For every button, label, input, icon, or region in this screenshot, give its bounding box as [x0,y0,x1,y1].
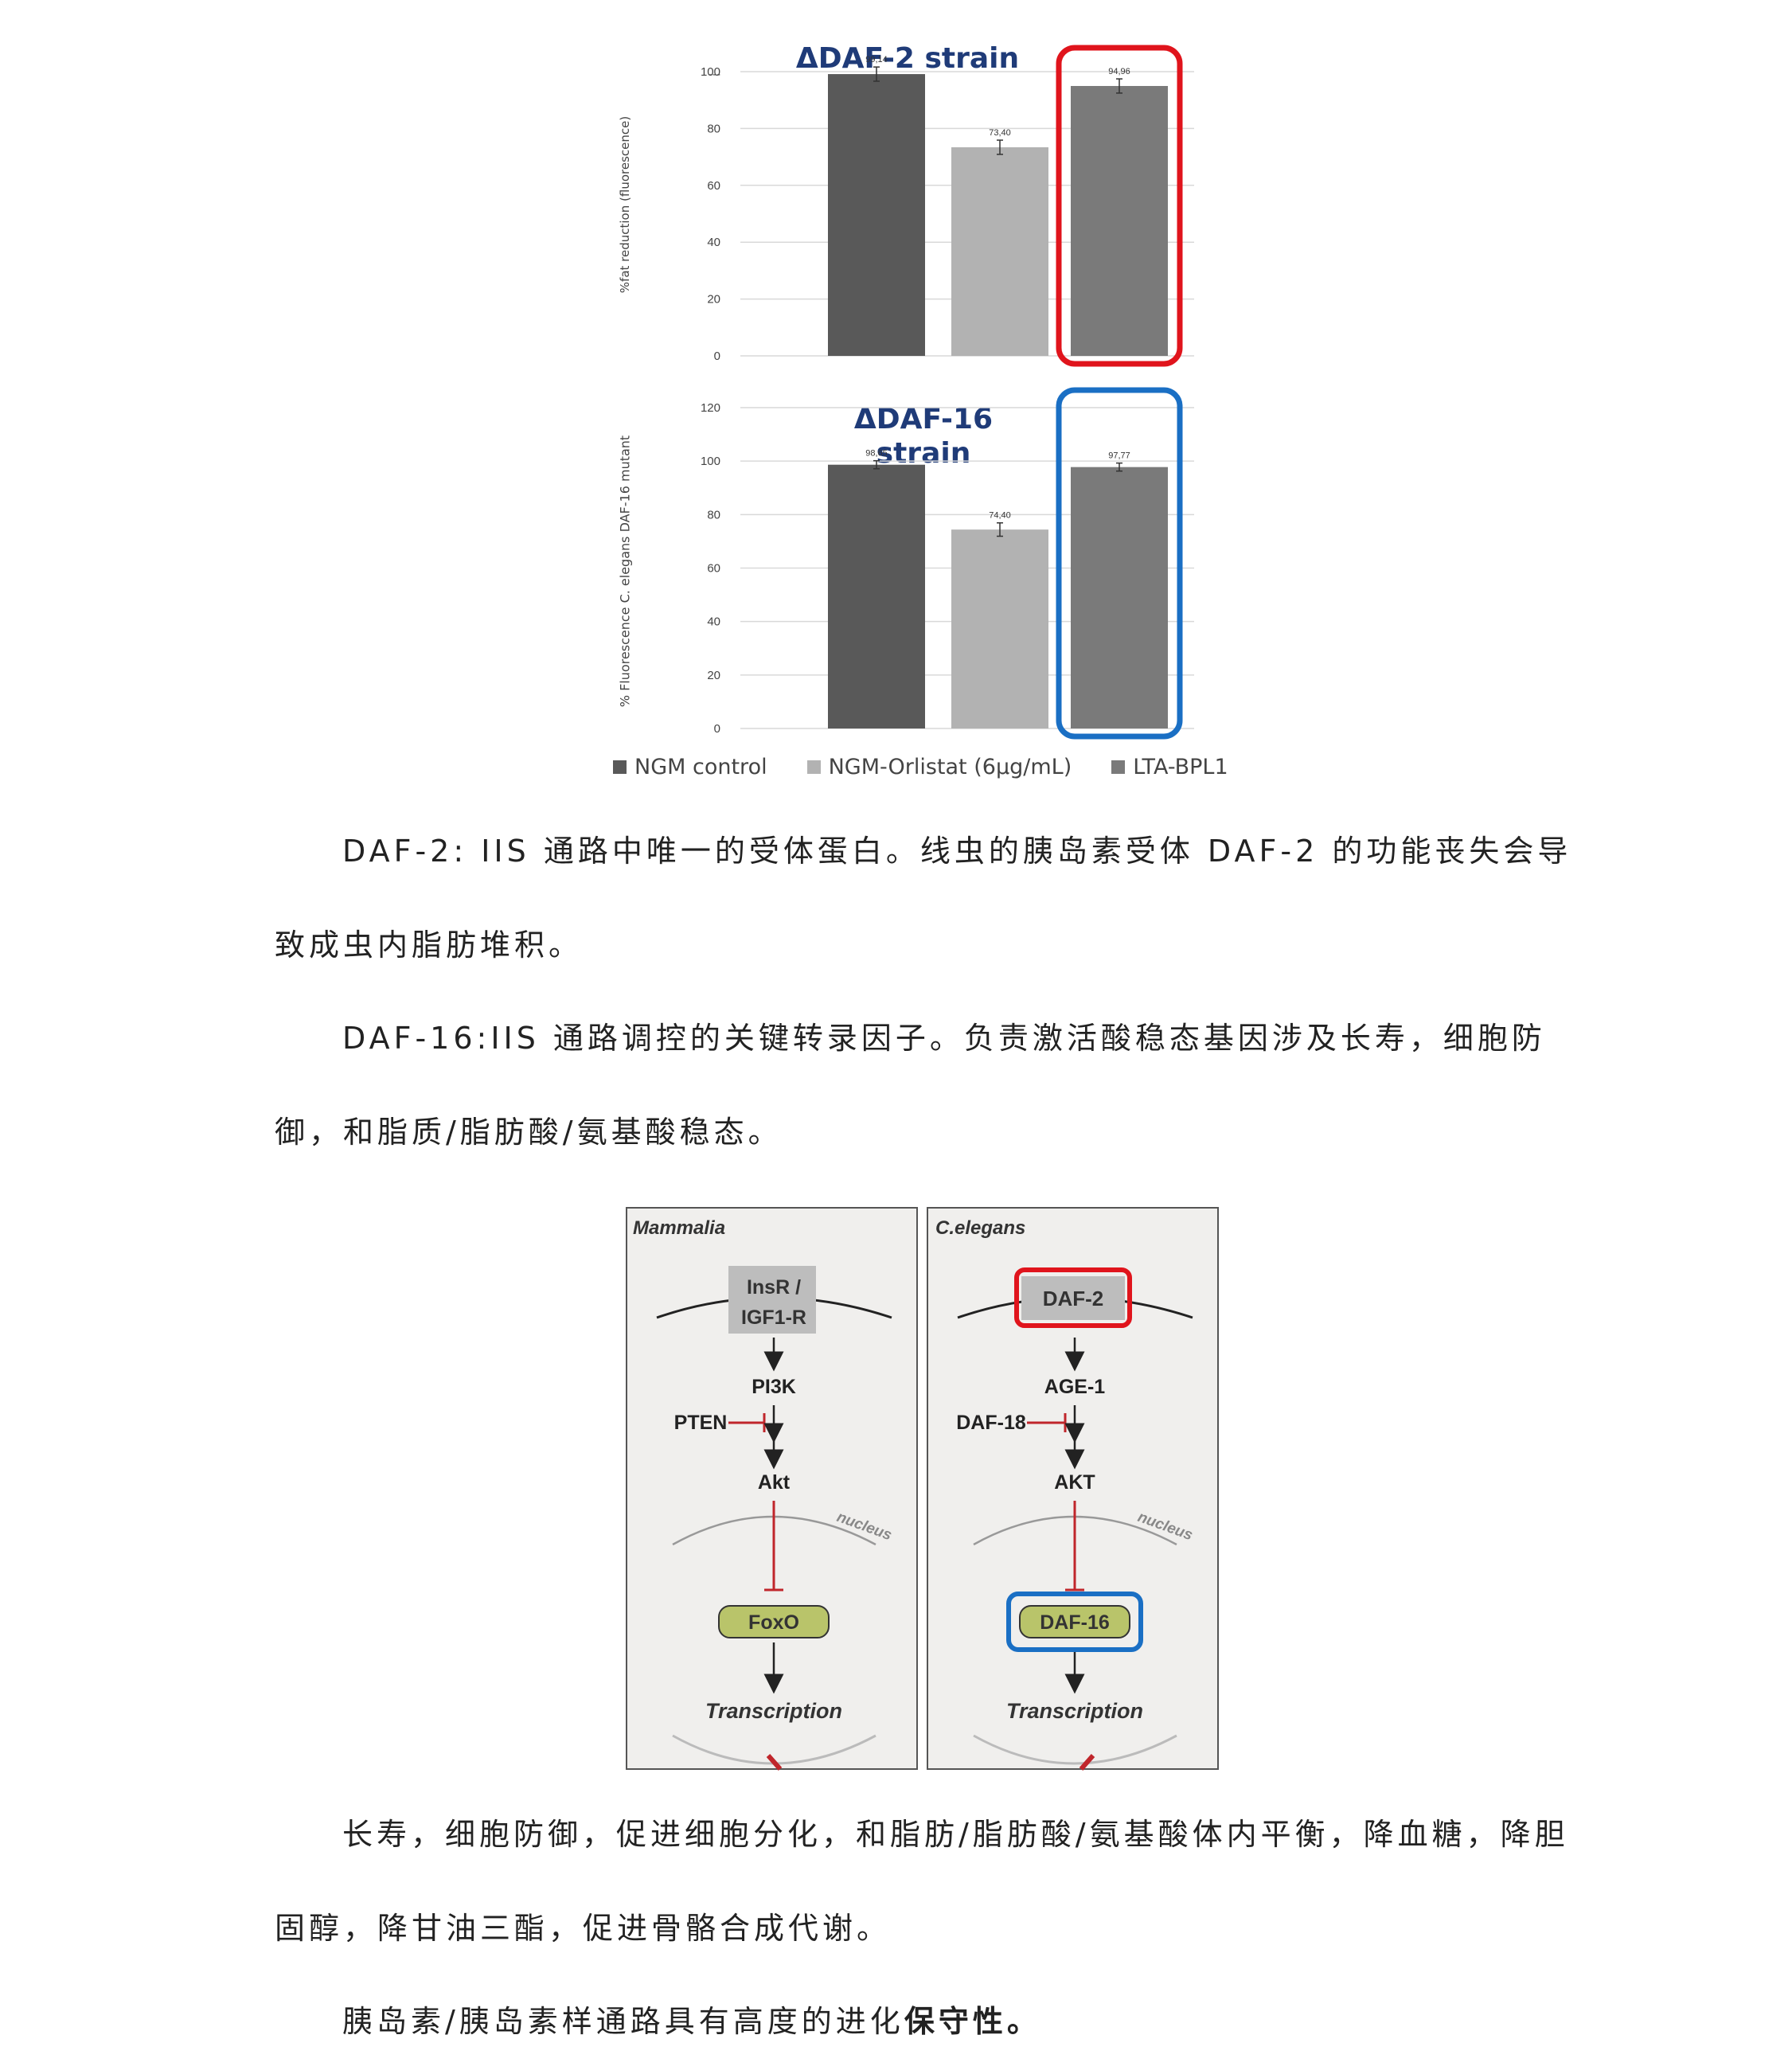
daf2-highlight-frame [1014,1267,1132,1328]
y-tick-label: --- [709,68,720,81]
data-label: 99,14 [865,55,888,64]
bar [828,464,925,728]
chart-legend: NGM control NGM-Orlistat (6μg/mL) LTA-BP… [613,755,1242,779]
daf2-label: DAF-2 [1043,1287,1104,1310]
highlight-frame [1056,45,1183,367]
legend-label: NGM-Orlistat (6μg/mL) [828,755,1072,779]
paragraph-effects: 长寿，细胞防御，促进细胞分化，和脂肪/脂肪酸/氨基酸体内平衡，降血糖，降胆固醇，… [275,1787,1572,1975]
legend-swatch [613,760,627,774]
paragraph-daf2: DAF-2: IIS 通路中唯一的受体蛋白。线虫的胰岛素受体 DAF-2 的功能… [275,804,1572,992]
chart1-ylabel: %fat reduction (fluorescence) [618,115,632,294]
y-tick-label: 20 [707,669,720,682]
chart2-title-line2: strain [876,437,971,470]
foxo-box [718,1605,830,1638]
chart2-ylabel: % Fluorescence C. elegans DAF-16 mutant [617,435,633,708]
daf16-highlight-frame [1006,1592,1143,1652]
y-tick-label: 0 [714,722,720,736]
bar [1071,467,1168,728]
transcription-label: Transcription [1006,1699,1143,1723]
data-label: 98,65 [865,449,888,459]
daf2-receptor-box [1021,1276,1125,1320]
y-tick-label: 0 [714,350,720,363]
signaling-pathway-figure: Mammalia C.elegans InsR / IGF1-R PI3K PT… [625,1206,1222,1771]
bar-charts-figure: ΔDAF-2 strain ΔDAF-16 strain 0 20 40 60 80 10… [605,32,1242,796]
highlight-frame [1056,387,1183,740]
legend-item: LTA-BPL1 [1111,755,1228,779]
y-tick-label: 20 [707,293,720,307]
daf16-box [1019,1605,1130,1638]
celegans-title: C.elegans [935,1217,1025,1239]
insr-receptor-box [728,1266,816,1334]
foxo-label: FoxO [748,1611,799,1634]
paragraph-daf2-text: DAF-2: IIS 通路中唯一的受体蛋白。线虫的胰岛素受体 DAF-2 的功能… [275,834,1572,963]
y-tick-label: 40 [707,236,720,249]
legend-label: LTA-BPL1 [1133,755,1228,779]
bar [1071,85,1168,356]
dna-highlight [766,1754,783,1771]
data-label: 94,96 [1108,67,1130,76]
daf18-label: DAF-18 [956,1412,1026,1434]
y-tick-label: 40 [707,615,720,629]
pten-label: PTEN [674,1412,728,1434]
legend-item: NGM-Orlistat (6μg/mL) [806,755,1072,779]
age1-label: AGE-1 [1044,1376,1106,1398]
legend-swatch [806,760,821,774]
y-tick-label: 60 [707,562,720,576]
insr-receptor-label: InsR / [747,1276,801,1299]
bar [828,74,925,357]
y-tick-label: 100 [701,65,720,79]
transcription-label: Transcription [705,1699,842,1723]
chart2-title-line1: ΔDAF-16 [853,403,994,435]
bar [951,146,1048,356]
daf16-label: DAF-16 [1040,1611,1110,1634]
akt-label: AKT [1054,1471,1095,1494]
data-label: 97,77 [1108,451,1130,461]
legend-swatch [1111,760,1126,774]
legend-item: NGM control [613,755,767,779]
mammalia-title: Mammalia [633,1217,725,1239]
akt-label: Akt [758,1471,791,1494]
paragraph-conservation: 胰岛素/胰岛素样通路具有高度的进化保守性。 [275,1974,1572,2068]
paragraph-conservation-text: 胰岛素/胰岛素样通路具有高度的进化 [342,2004,904,2039]
pi3k-label: PI3K [752,1376,796,1398]
pathway-svg: Mammalia C.elegans InsR / IGF1-R PI3K PT… [626,1207,1219,1771]
paragraph-effects-text: 长寿，细胞防御，促进细胞分化，和脂肪/脂肪酸/氨基酸体内平衡，降血糖，降胆固醇，… [275,1817,1569,1946]
y-tick-label: 100 [701,455,720,468]
paragraph-daf16: DAF-16:IIS 通路调控的关键转录因子。负责激活酸稳态基因涉及长寿，细胞防… [275,991,1572,1179]
y-tick-label: 120 [701,401,720,415]
data-label: 73,40 [989,128,1011,138]
y-tick-label: 80 [707,122,720,135]
dna-highlight [1079,1754,1095,1771]
data-label: 74,40 [989,511,1011,521]
paragraph-daf16-text: DAF-16:IIS 通路调控的关键转录因子。负责激活酸稳态基因涉及长寿，细胞防… [275,1021,1546,1150]
y-tick-label: 80 [707,508,720,521]
paragraph-conservation-bold: 保守性。 [904,2004,1041,2039]
legend-label: NGM control [634,755,767,779]
chart1-title: ΔDAF-2 strain [795,42,1020,75]
igf1r-receptor-label: IGF1-R [741,1306,806,1329]
y-tick-label: 60 [707,179,720,193]
dna-arc [973,1734,1177,1765]
bar-charts-svg: 020406080100---99,1473,4094,960204060801… [701,45,1194,740]
bar [951,529,1048,728]
